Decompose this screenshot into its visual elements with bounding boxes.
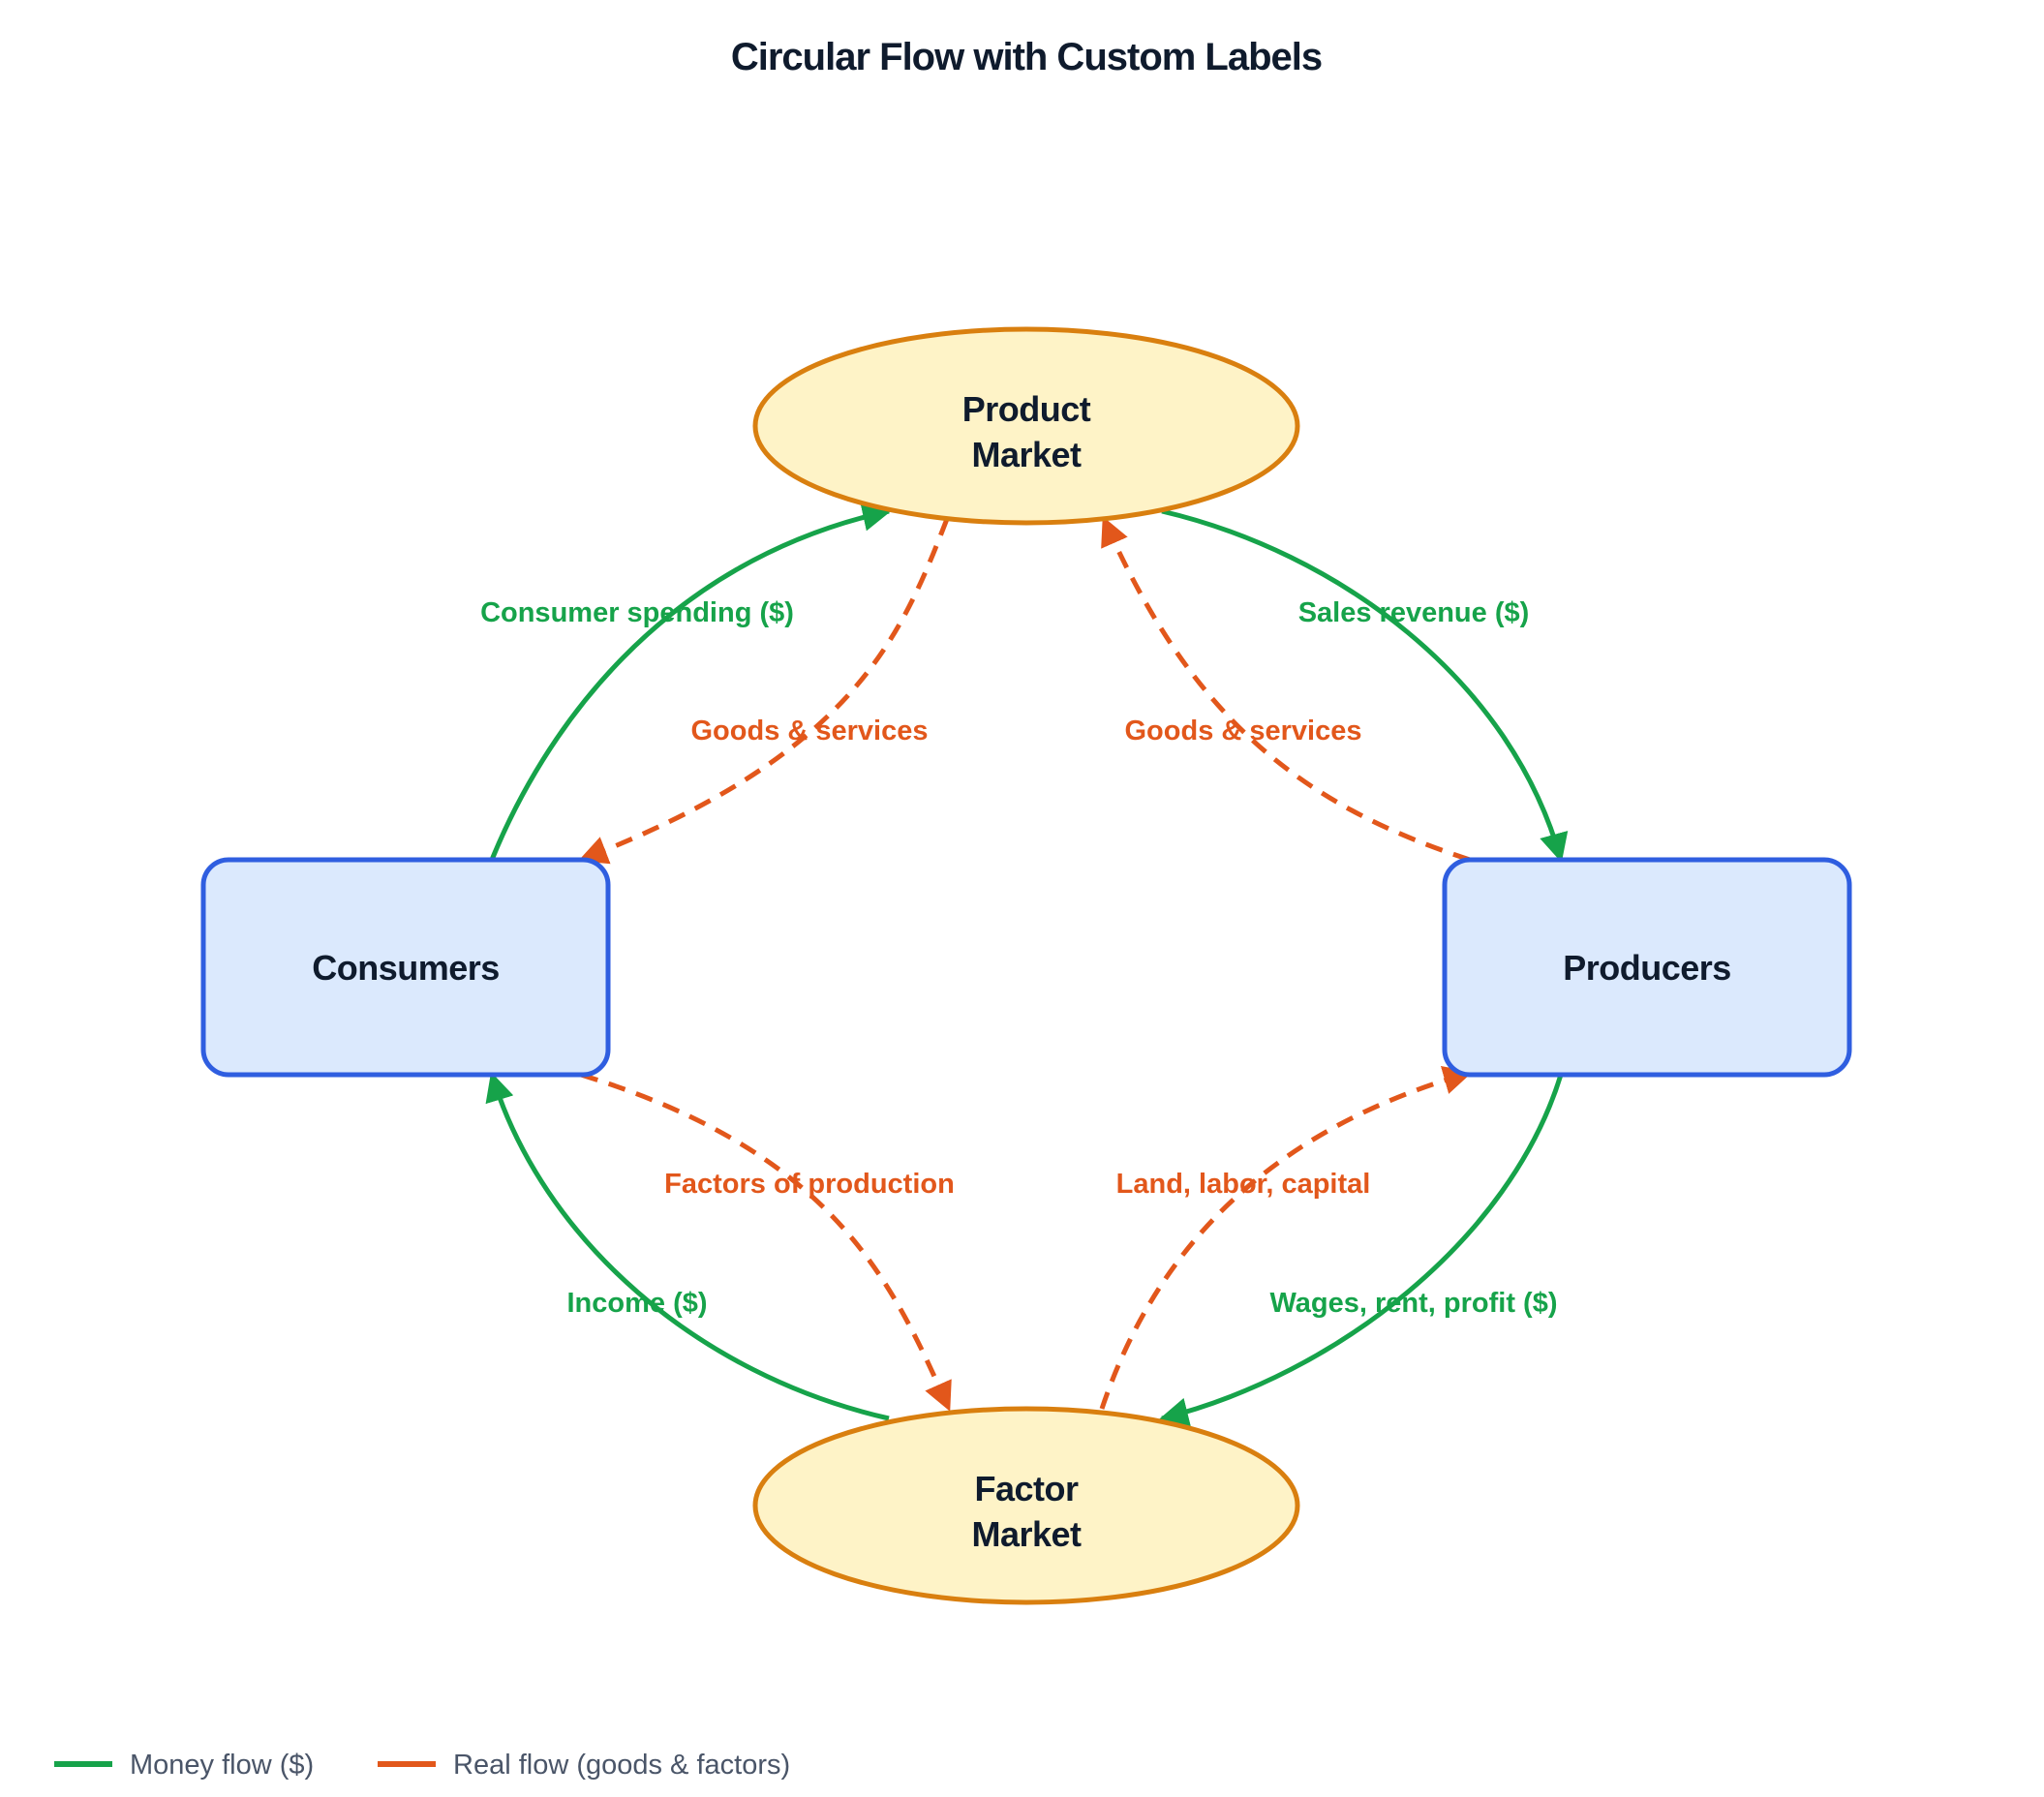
edge-label-consumer-spending: Consumer spending ($) (480, 597, 794, 628)
edge-goods-to-consumers-arrow (578, 518, 950, 865)
edge-factors-of-production-arrow (580, 1072, 952, 1412)
factor-market-label-line2: Market (971, 1514, 1082, 1554)
edge-label-wages-rent-profit: Wages, rent, profit ($) (1270, 1288, 1558, 1319)
edge-label-land-labor-capital: Land, labor, capital (1116, 1169, 1371, 1200)
edge-wages-rent-profit-arrow (1159, 1074, 1564, 1426)
edge-land-labor-capital-arrow (1099, 1065, 1473, 1410)
edge-label-goods-to-consumers: Goods & services (691, 716, 929, 746)
product-market-label-line1: Product (962, 389, 1091, 429)
diagram-title: Circular Flow with Custom Labels (731, 36, 1322, 78)
product-market-node: Product Market (752, 326, 1300, 526)
edge-consumer-spending-arrow (489, 503, 892, 861)
producers-label: Producers (1563, 948, 1731, 988)
edge-label-income: Income ($) (566, 1288, 707, 1319)
legend: Money flow ($) Real flow (goods & factor… (54, 1750, 790, 1781)
edge-label-goods-from-producers: Goods & services (1125, 716, 1362, 746)
consumers-label: Consumers (312, 948, 500, 988)
edge-label-factors-of-production: Factors of production (664, 1169, 955, 1200)
edge-sales-revenue-arrow (1161, 508, 1569, 863)
consumers-node: Consumers (200, 857, 611, 1078)
product-market-label-line2: Market (971, 435, 1082, 474)
edge-label-sales-revenue: Sales revenue ($) (1298, 597, 1530, 628)
factor-market-label-line1: Factor (974, 1469, 1079, 1508)
edge-income-arrow (485, 1072, 890, 1421)
legend-item-money: Money flow ($) (54, 1750, 314, 1781)
legend-label-real: Real flow (goods & factors) (453, 1750, 790, 1781)
legend-label-money: Money flow ($) (130, 1750, 314, 1781)
producers-node: Producers (1442, 857, 1852, 1078)
legend-item-real: Real flow (goods & factors) (378, 1750, 790, 1781)
edge-goods-from-producers-arrow (1101, 516, 1471, 863)
factor-market-node: Factor Market (752, 1406, 1300, 1605)
